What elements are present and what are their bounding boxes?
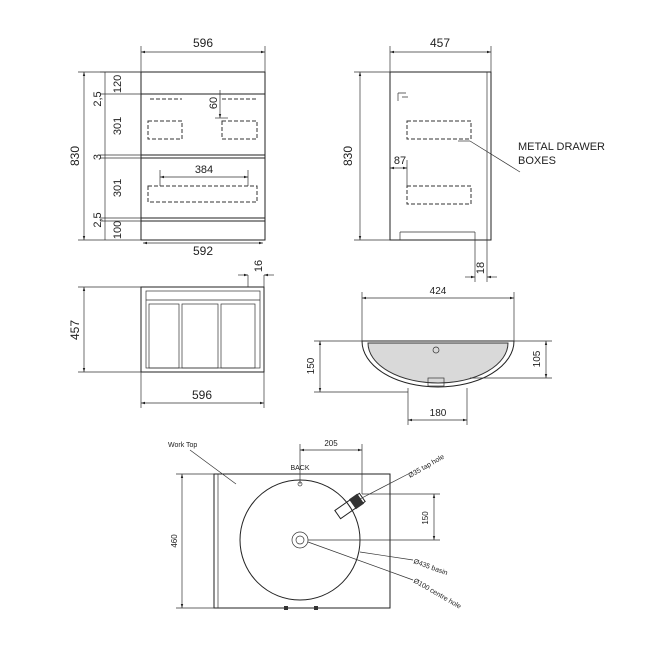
plan-height-label: 460 [170, 534, 179, 548]
basin-plan: 460 205 150 Work Top BACK Ø35 tap hole Ø… [168, 439, 462, 611]
basin-height-bowl-label: 105 [532, 350, 543, 367]
front-width-top-label: 596 [193, 36, 213, 50]
front-dim-100: 100 [112, 221, 124, 239]
front-handle-height-label: 60 [208, 97, 220, 109]
front-dim-2-5-bottom: 2,5 [92, 212, 104, 227]
front-width-bottom-label: 592 [193, 244, 213, 258]
back-label: BACK [290, 465, 309, 472]
side-foot-offset-label: 18 [475, 262, 487, 274]
front-dim-120: 120 [112, 75, 124, 93]
basin-dia-label: Ø435 basin [412, 558, 448, 577]
top-width-label: 596 [192, 388, 212, 402]
top-edge-label: 16 [253, 260, 265, 272]
front-dim-2-5-top: 2,5 [92, 91, 104, 106]
basin-section: 424 150 105 180 [306, 286, 552, 425]
work-top-label: Work Top [168, 442, 197, 449]
side-elevation: 457 830 87 18 METAL DRAWER BOXES [341, 36, 605, 282]
front-handle-width-label: 384 [195, 164, 213, 176]
callout-line-2: BOXES [518, 155, 556, 167]
front-dim-301-top: 301 [112, 117, 124, 135]
front-height-label: 830 [68, 146, 82, 166]
basin-height-total-label: 150 [306, 357, 317, 374]
centre-hole-label: Ø100 centre hole [412, 578, 462, 611]
basin-width-label: 424 [430, 286, 447, 297]
side-height-label: 830 [341, 146, 355, 166]
plan-offset-205-label: 205 [324, 439, 338, 448]
front-dim-3: 3 [92, 154, 104, 160]
basin-base-width-label: 180 [430, 408, 447, 419]
top-view: 457 596 16 [68, 260, 274, 408]
tap-hole-label: Ø35 tap hole [408, 454, 446, 480]
side-drawer-offset-label: 87 [394, 155, 406, 167]
side-depth-label: 457 [430, 36, 450, 50]
plan-offset-150-label: 150 [421, 511, 430, 525]
top-depth-label: 457 [68, 320, 82, 340]
front-dim-301-bottom: 301 [112, 179, 124, 197]
callout-line-1: METAL DRAWER [518, 141, 605, 153]
front-elevation: 596 592 830 2,5 120 301 3 301 2,5 100 60… [68, 36, 266, 258]
